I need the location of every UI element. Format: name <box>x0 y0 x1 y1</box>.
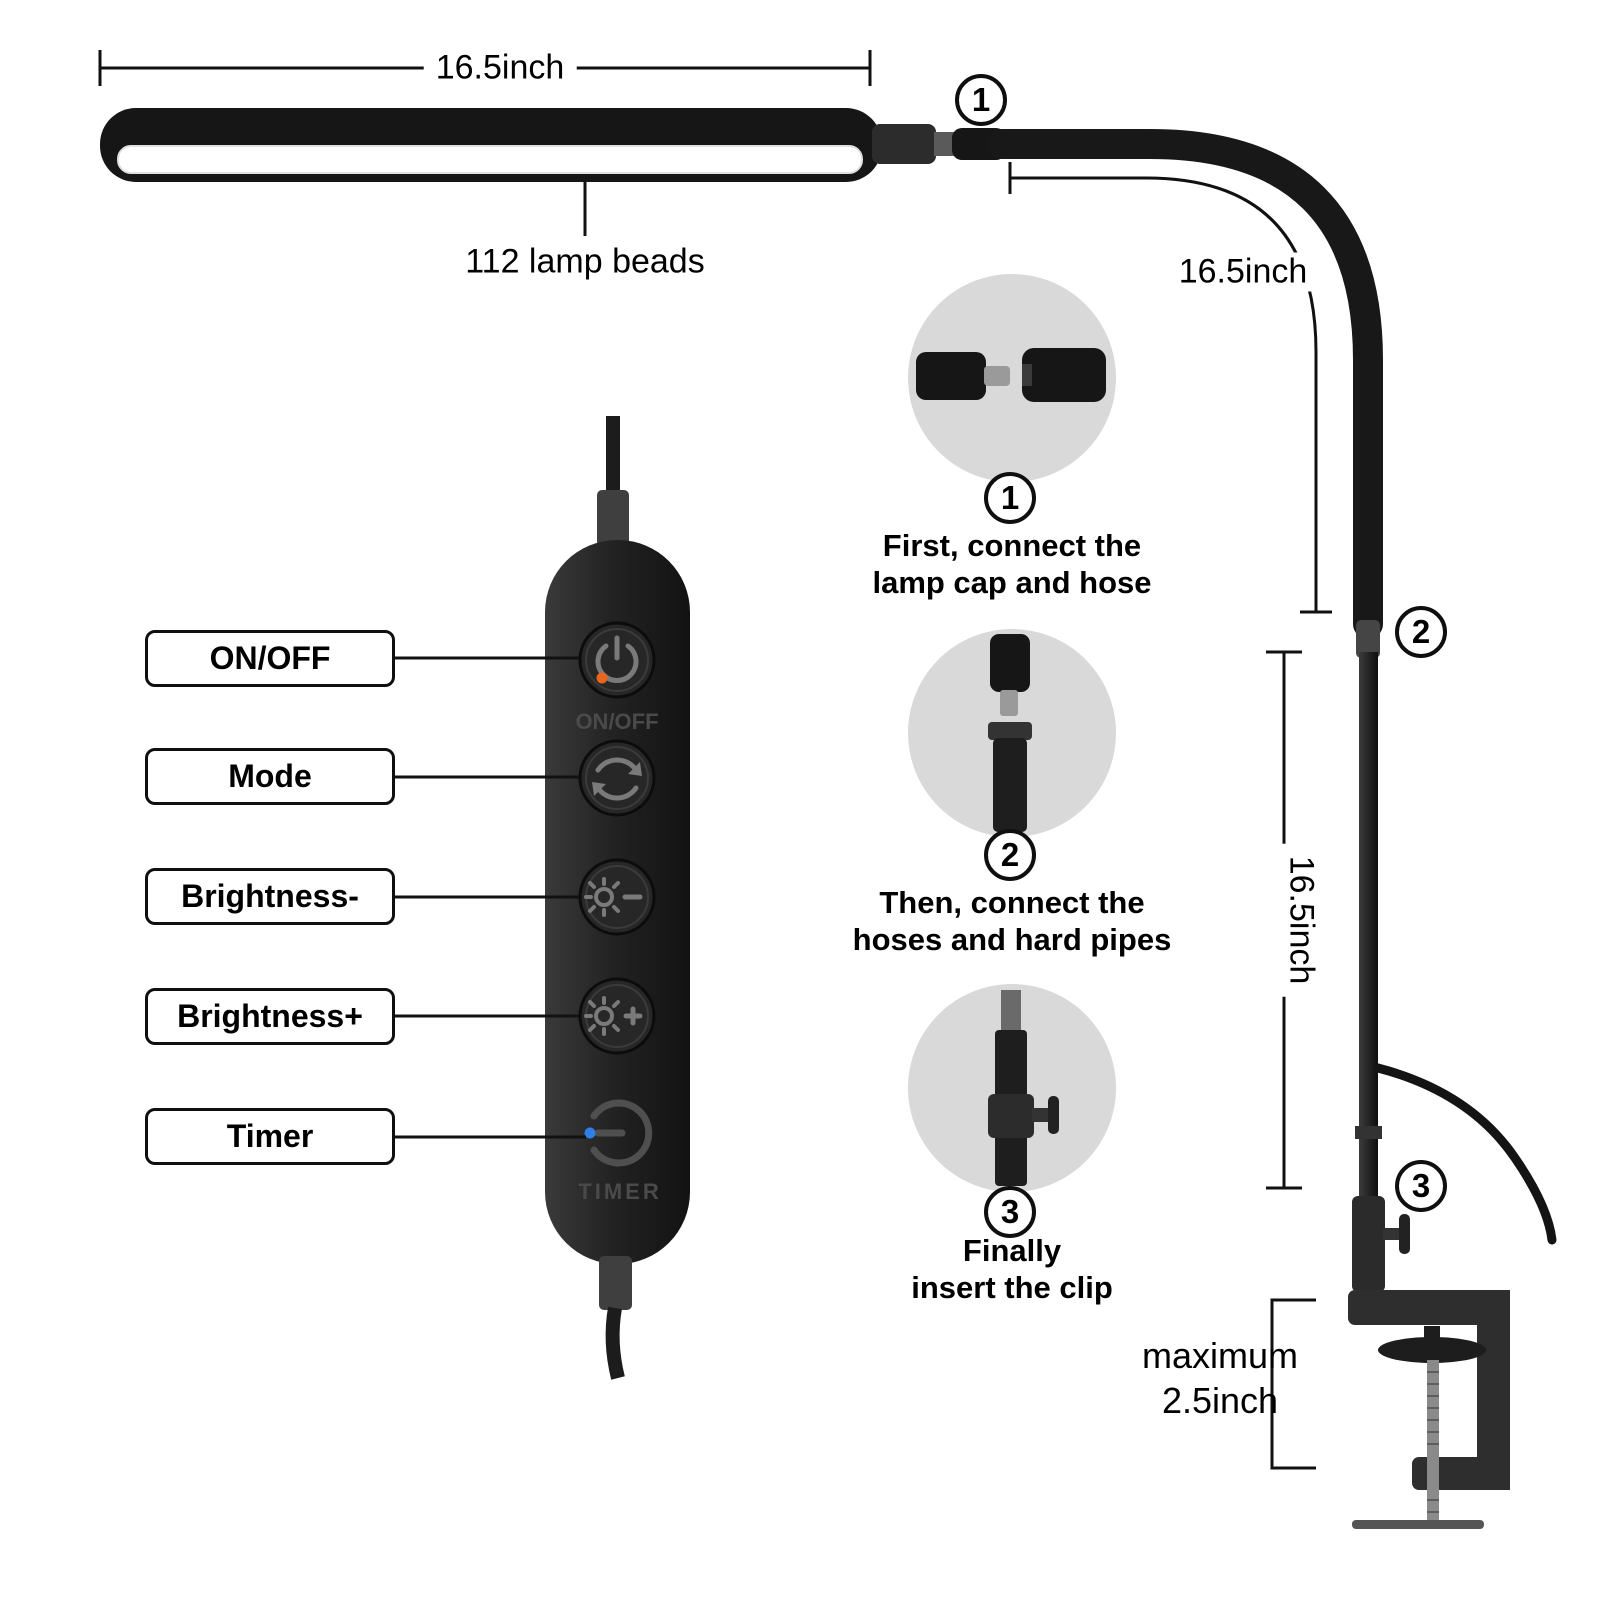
step1-illustration <box>916 348 1106 402</box>
step2-number: 2 <box>984 829 1036 881</box>
step1-caption-line1: First, connect the <box>882 528 1142 563</box>
step1-caption-line2: lamp cap and hose <box>872 565 1152 600</box>
callout-lines <box>395 656 586 1139</box>
step2-caption: Then, connect the hoses and hard pipes <box>853 884 1172 958</box>
brightness-minus-icon <box>584 877 643 917</box>
step3-caption-line2: insert the clip <box>911 1270 1113 1305</box>
brightness-plus-button <box>578 977 656 1055</box>
brightness-minus-button <box>578 858 656 936</box>
marker-2: 2 <box>1395 606 1447 658</box>
mode-cycle-icon <box>592 757 642 801</box>
timer-indicator-dot <box>584 1127 596 1139</box>
clamp-max-line2: 2.5inch <box>1161 1380 1279 1421</box>
marker-3: 3 <box>1395 1160 1447 1212</box>
hose-pole-joint <box>1356 620 1380 658</box>
step1-caption: First, connect the lamp cap and hose <box>872 527 1151 601</box>
step1-inset-circle <box>908 274 1116 482</box>
pole-ring <box>1355 1126 1382 1139</box>
lamp-beads-label: 112 lamp beads <box>465 242 705 281</box>
controller-onoff-text: ON/OFF <box>575 709 659 734</box>
controller-bottom-connector <box>599 1256 632 1310</box>
power-indicator-dot <box>596 672 608 684</box>
power-button <box>578 621 656 699</box>
brightness-plus-icon <box>584 996 643 1036</box>
controller-top-connector <box>597 490 629 546</box>
callout-timer: Timer <box>145 1108 395 1165</box>
pole-clamp-knob <box>1352 1196 1410 1292</box>
callout-on-off: ON/OFF <box>145 630 395 687</box>
marker-1: 1 <box>955 74 1007 126</box>
step3-illustration <box>988 990 1059 1186</box>
controller-cable-bottom <box>605 1306 625 1380</box>
step2-illustration <box>988 634 1032 832</box>
clamp-opening-bracket <box>1270 1298 1316 1470</box>
support-pole <box>1359 652 1378 1212</box>
head-width-label: 16.5inch <box>423 48 577 88</box>
desk-clamp <box>1348 1290 1510 1529</box>
callout-brightness-minus: Brightness- <box>145 868 395 925</box>
controller-timer-text: TIMER <box>578 1179 662 1204</box>
lamp-head <box>100 108 882 182</box>
power-icon <box>595 635 639 683</box>
callout-mode: Mode <box>145 748 395 805</box>
pole-length-label: 16.5inch <box>1281 843 1321 997</box>
step2-caption-line1: Then, connect the <box>879 885 1145 920</box>
timer-icon <box>590 1099 653 1167</box>
step3-caption-line1: Finally <box>962 1233 1062 1268</box>
step3-number: 3 <box>984 1186 1036 1238</box>
step2-caption-line2: hoses and hard pipes <box>852 922 1172 957</box>
step3-caption: Finally insert the clip <box>911 1232 1113 1306</box>
gooseneck-hose <box>987 129 1383 639</box>
hose-length-label: 16.5inch <box>1166 252 1320 292</box>
timer-button <box>584 1099 653 1167</box>
callout-brightness-plus: Brightness+ <box>145 988 395 1045</box>
lamp-hinge <box>872 124 1006 164</box>
hose-length-dimension <box>1008 162 1332 614</box>
clamp-max-line1: maximum <box>1141 1335 1299 1376</box>
mode-button <box>578 739 656 817</box>
power-cord <box>1373 1063 1557 1245</box>
clamp-max-label: maximum 2.5inch <box>1142 1333 1298 1423</box>
step1-number: 1 <box>984 472 1036 524</box>
